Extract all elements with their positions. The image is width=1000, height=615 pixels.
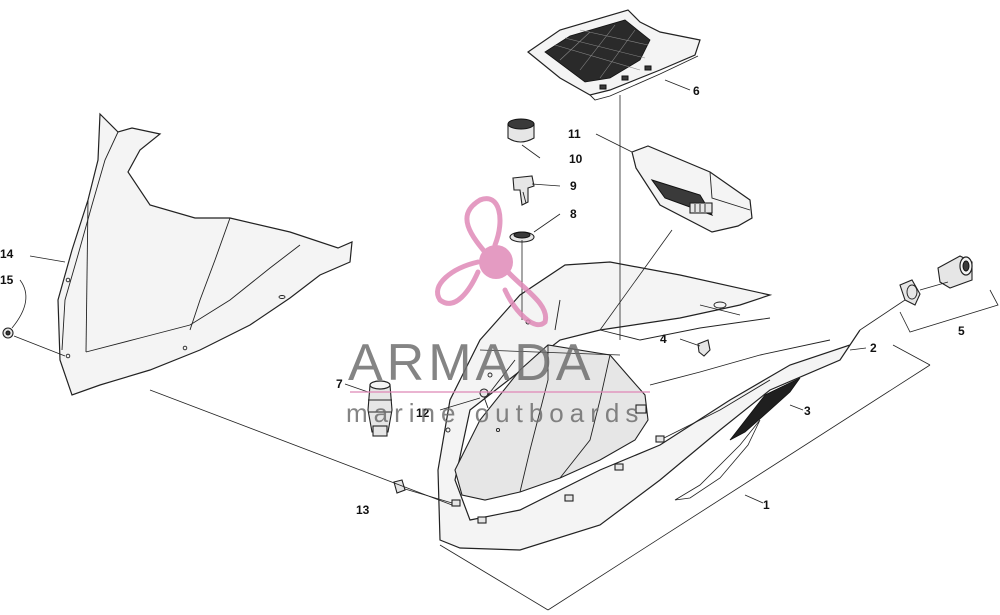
watermark-title: ARMADA: [348, 334, 594, 392]
front-cowl-part: [437, 261, 861, 551]
fastener-part: [697, 339, 711, 357]
storage-net-part: [526, 9, 701, 101]
callout-1: 1: [763, 498, 770, 512]
callout-9: 9: [570, 179, 577, 193]
callout-13: 13: [356, 503, 370, 517]
key-part: [512, 175, 535, 206]
callout-15: 15: [0, 273, 14, 287]
windshield-part: [57, 112, 353, 396]
propeller-hub: [479, 245, 513, 279]
callout-8: 8: [570, 207, 577, 221]
callout-14: 14: [0, 247, 14, 261]
callout-5: 5: [958, 324, 965, 338]
callout-labels: 1 2 3 4 5 6 7 8 9 10 11 12 13 14 15: [0, 84, 965, 517]
watermark-logo: ARMADA marine outboards: [346, 196, 650, 428]
decal-part: [729, 377, 801, 441]
screw-part: [2, 327, 14, 339]
socket-assembly-part: [899, 255, 973, 306]
callout-7: 7: [336, 377, 343, 391]
callout-10: 10: [569, 152, 583, 166]
control-module-part: [631, 145, 753, 233]
callout-3: 3: [804, 404, 811, 418]
ignition-cap-part: [507, 118, 535, 143]
callout-4: 4: [660, 332, 667, 346]
clip-13-part: [393, 479, 406, 494]
screw-12-part: [479, 388, 489, 409]
leader-lines: [11, 79, 999, 611]
callout-6: 6: [693, 84, 700, 98]
callout-11: 11: [568, 127, 581, 141]
callout-2: 2: [870, 341, 877, 355]
callout-12: 12: [416, 406, 430, 420]
watermark-subtitle: marine outboards: [346, 398, 644, 428]
connector-part: [367, 380, 393, 437]
propeller-logo: [435, 196, 549, 328]
